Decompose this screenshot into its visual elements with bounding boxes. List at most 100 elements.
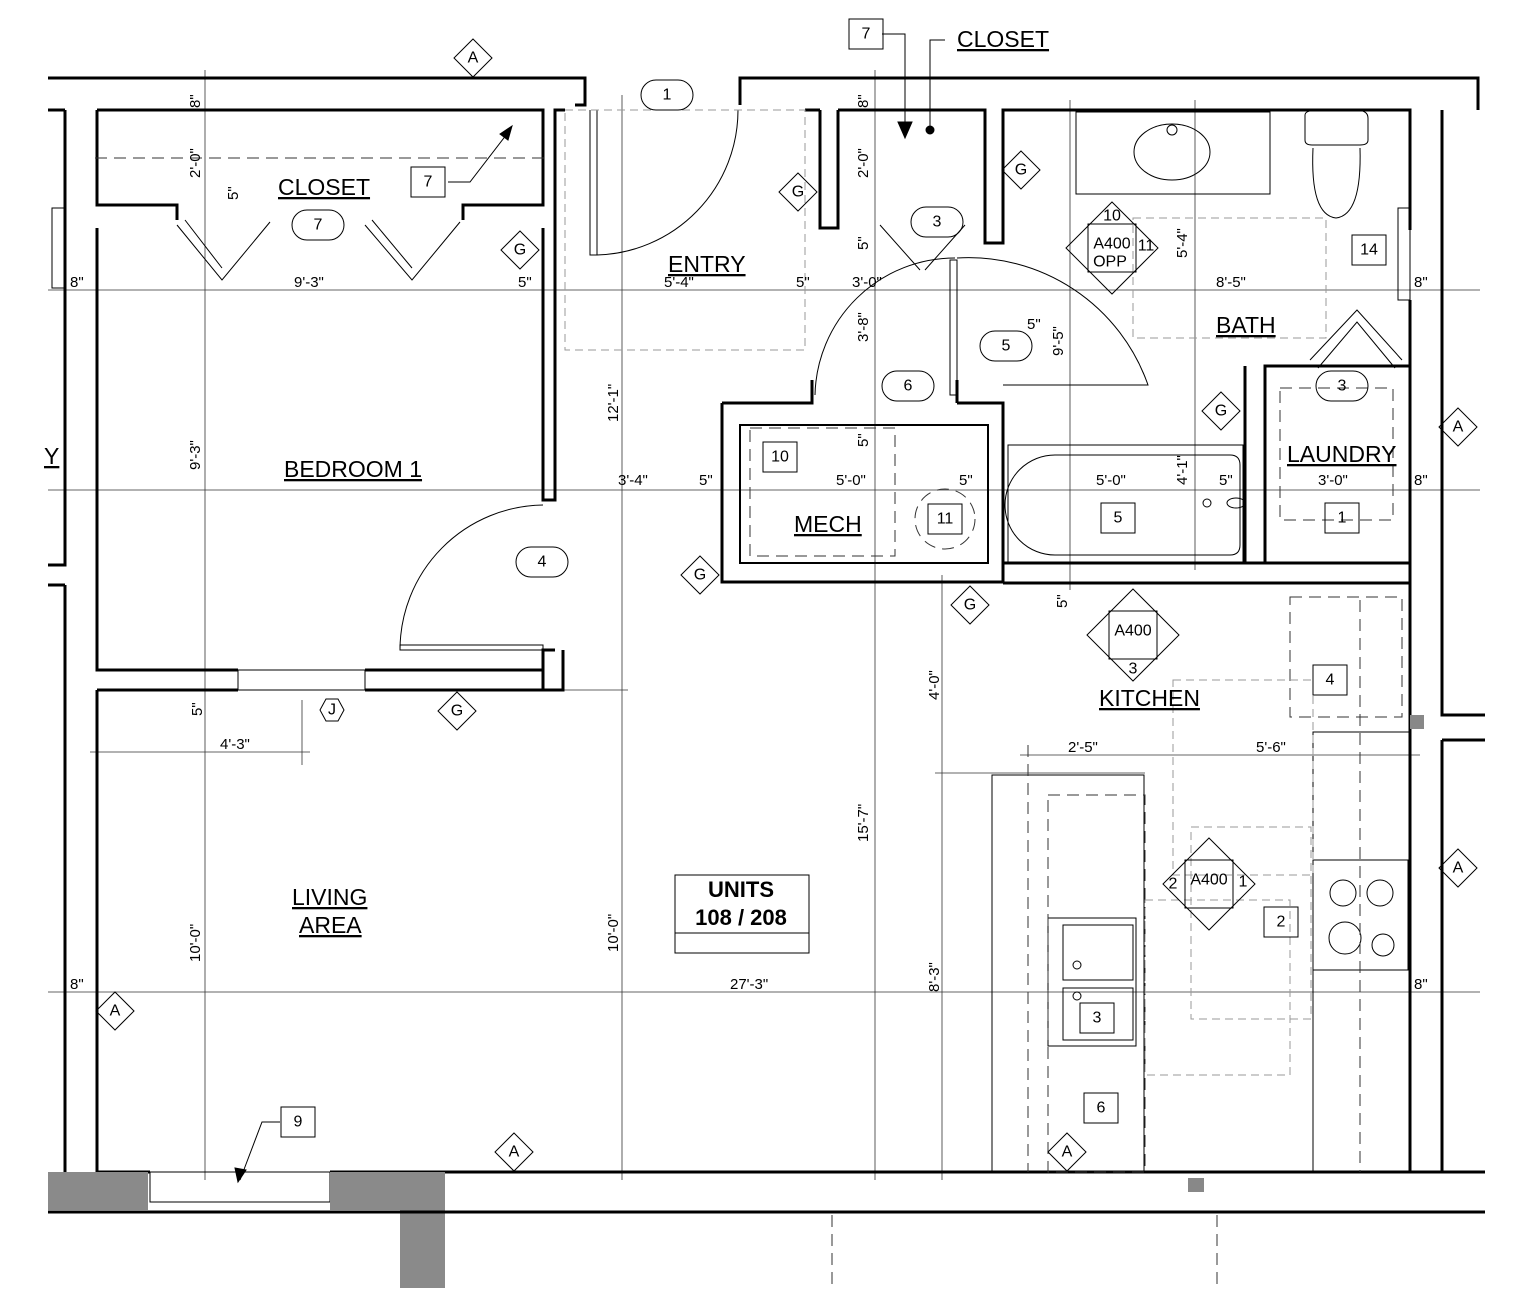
dimension-label: 8"	[1414, 274, 1428, 291]
dimension-label: 5"	[1027, 316, 1041, 333]
dimension-label: 5'-4"	[664, 274, 694, 291]
units-label: UNITS 108 / 208	[674, 874, 810, 954]
keynote-tag: 7	[410, 166, 446, 198]
dimension-label: 5'-0"	[836, 472, 866, 489]
wall-type-letter: G	[964, 597, 976, 614]
dimension-label: 3'-0"	[852, 274, 882, 291]
door-tag: 6	[881, 370, 935, 402]
dimension-label: 15'-7"	[855, 804, 872, 842]
slab-edge	[48, 1172, 148, 1210]
room-label-kitchen: KITCHEN	[1099, 685, 1200, 711]
door-tag: 7	[291, 209, 345, 241]
wall-type-tag-a: A	[453, 38, 493, 78]
marker	[1188, 1178, 1204, 1192]
wall-type-letter: G	[451, 703, 463, 720]
dimension-texts: 8" 2'-0" 5" 8" 9'-3" 5" 5'-4" 5" 3'-0" 8'-5" 8" 8" 2…	[70, 94, 1428, 993]
elevation-right: 11	[1138, 238, 1155, 255]
wall-type-letter: A	[1453, 419, 1464, 436]
dimension-label: 9'-5"	[1050, 326, 1067, 356]
dimension-label: 8"	[70, 976, 84, 993]
wall-type-letter: A	[468, 50, 479, 67]
door-tag: 3	[1315, 370, 1369, 402]
keynote-tag: 4	[1312, 664, 1348, 696]
dimension-label: 27'-3"	[730, 976, 768, 993]
dimension-label: 5"	[699, 472, 713, 489]
dimension-lines	[48, 70, 1480, 1180]
wall-type-tag-g: G	[680, 555, 720, 595]
slab-edge	[330, 1172, 445, 1210]
door-tag-number: 1	[663, 87, 672, 104]
elevation-marker: 2 A400 1	[1162, 837, 1256, 931]
dimension-label: 9'-3"	[294, 274, 324, 291]
dimension-label: 8"	[187, 94, 204, 108]
dimension-label: 2'-0"	[187, 148, 204, 178]
wall-type-letter: A	[509, 1144, 520, 1161]
dimension-label: 10'-0"	[605, 914, 622, 952]
wall-type-tag-g: G	[778, 172, 818, 212]
keynote-tag: 2	[1263, 906, 1299, 938]
dimension-label: 5"	[1219, 472, 1233, 489]
units-numbers: 108 / 208	[695, 905, 787, 930]
wall-type-letter: G	[792, 184, 804, 201]
room-label-partial: Y	[44, 443, 59, 469]
dimension-label: 10'-0"	[187, 924, 204, 962]
keynote-number: 5	[1114, 510, 1123, 527]
dimension-label: 12'-1"	[605, 384, 622, 422]
door-tag: 3	[910, 206, 964, 238]
room-label-area: AREA	[299, 912, 362, 938]
keynote-number: 11	[937, 511, 954, 528]
keynote-number: 9	[294, 1114, 303, 1131]
keynote-tag: 7	[848, 18, 884, 50]
dimension-label: 2'-0"	[855, 148, 872, 178]
elevation-sub: OPP	[1093, 254, 1127, 271]
wall-type-tag-j: J	[319, 698, 345, 722]
dimension-label: 3'-0"	[1318, 472, 1348, 489]
dimension-label: 5"	[1054, 594, 1071, 608]
keynote-number: 14	[1360, 242, 1378, 259]
keynote-number: 2	[1277, 914, 1286, 931]
wall-type-tag-a: A	[1047, 1132, 1087, 1172]
window-frames	[51, 207, 1411, 1203]
wall-type-letter: G	[1215, 403, 1227, 420]
room-labels: CLOSET CLOSET ENTRY BEDROOM 1 MECH BATH …	[44, 26, 1397, 938]
elevation-left: 2	[1169, 876, 1178, 893]
doors	[95, 109, 1403, 651]
wall-type-letter: G	[514, 242, 526, 259]
keynote-number: 6	[1097, 1100, 1106, 1117]
elevation-top: 10	[1103, 208, 1121, 225]
keynote-tag: 14	[1351, 234, 1387, 266]
dimension-label: 8'-5"	[1216, 274, 1246, 291]
keynote-number: 7	[862, 26, 871, 43]
keynote-tag: 6	[1083, 1092, 1119, 1124]
dashed-outlines	[564, 109, 1403, 1173]
dimension-label: 5"	[518, 274, 532, 291]
door-tag: 4	[515, 546, 569, 578]
dimension-label: 3'-4"	[618, 472, 648, 489]
elevation-ref: A400	[1093, 236, 1130, 253]
room-label-laundry: LAUNDRY	[1287, 441, 1397, 467]
wall-type-tag-g: G	[1001, 150, 1041, 190]
elevation-right: 1	[1239, 874, 1248, 891]
dimension-label: 8"	[855, 94, 872, 108]
door-tag-number: 6	[904, 378, 913, 395]
elevation-ref: A400	[1190, 872, 1227, 889]
dimension-label: 2'-5"	[1068, 739, 1098, 756]
door-tag: 5	[979, 330, 1033, 362]
wall-type-tag-g: G	[500, 230, 540, 270]
door-tag-number: 4	[538, 554, 547, 571]
dimension-label: 8'-3"	[926, 962, 943, 992]
room-label-closet-bedroom: CLOSET	[278, 174, 370, 200]
room-label-bedroom: BEDROOM 1	[284, 456, 422, 482]
elevation-bottom: 3	[1129, 661, 1138, 678]
wall-type-tag-g: G	[950, 585, 990, 625]
room-label-living: LIVING	[292, 884, 367, 910]
dimension-label: 5"	[796, 274, 810, 291]
door-tag-number: 7	[314, 217, 323, 234]
dimension-label: 3'-8"	[855, 312, 872, 342]
column	[400, 1210, 445, 1288]
wall-type-letter: G	[694, 567, 706, 584]
dimension-label: 8"	[70, 274, 84, 291]
dimension-label: 5'-4"	[1174, 228, 1191, 258]
